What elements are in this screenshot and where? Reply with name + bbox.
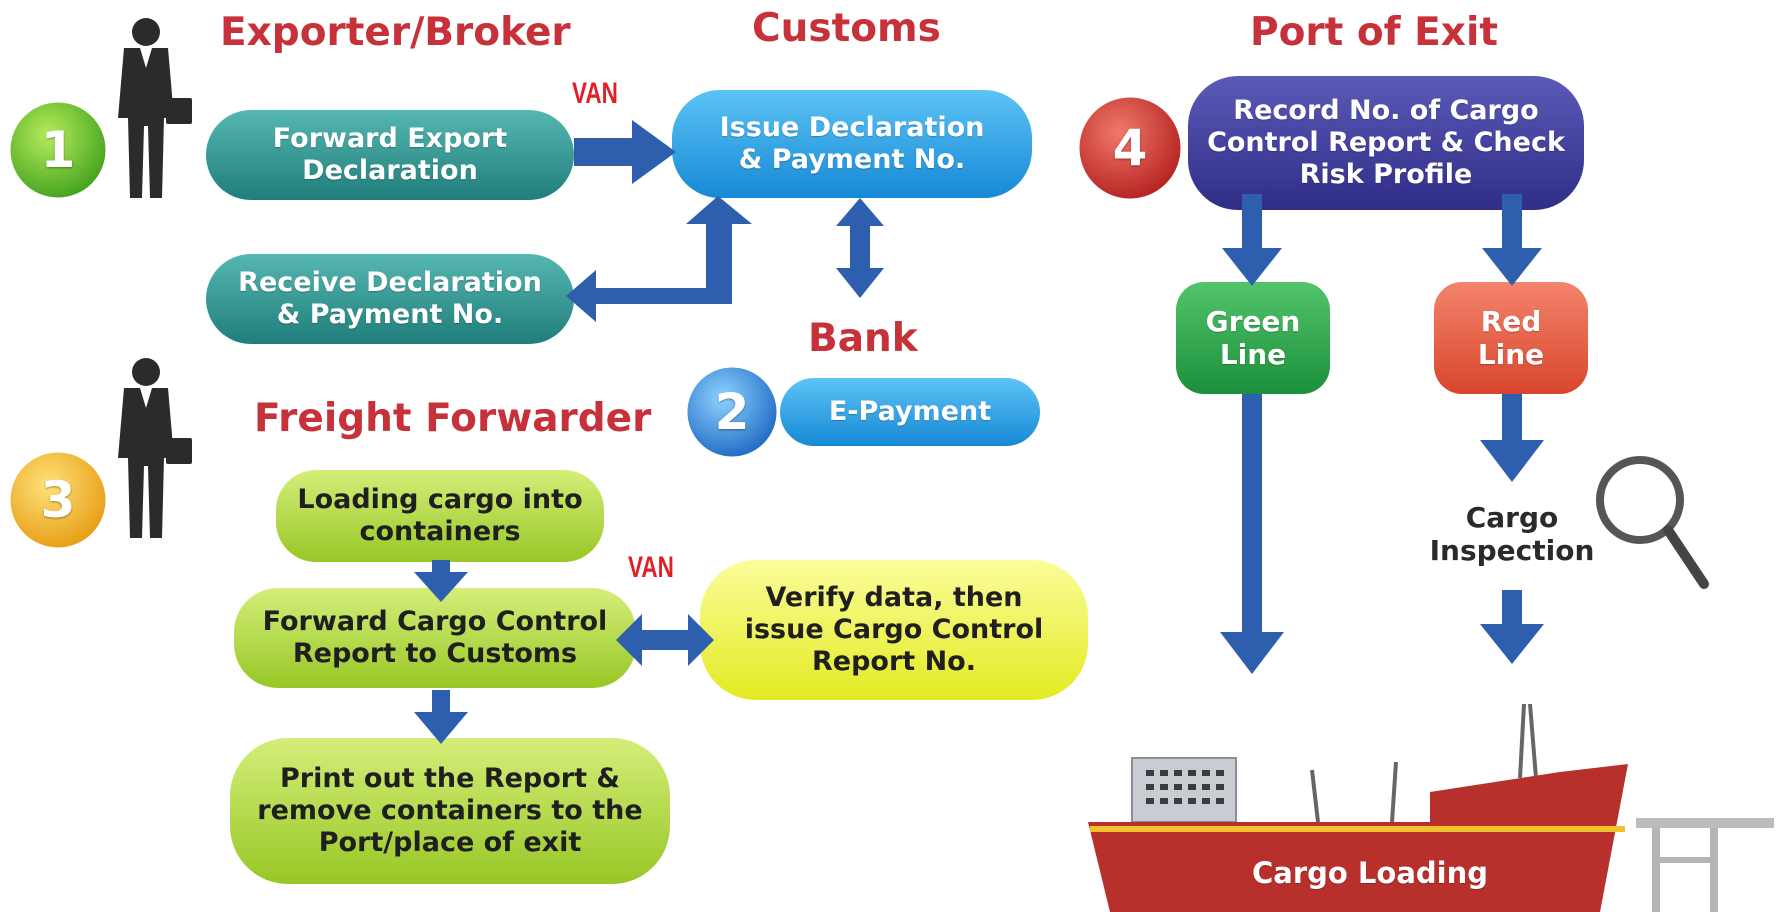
exporter-person-icon bbox=[118, 18, 192, 198]
step-1-number: 1 bbox=[40, 120, 76, 179]
print-report-box bbox=[230, 738, 670, 884]
loading-cargo-box bbox=[276, 470, 604, 562]
step-2-number: 2 bbox=[714, 382, 750, 441]
step-4-number: 4 bbox=[1112, 118, 1148, 177]
cargo-loading-label: Cargo Loading bbox=[1251, 855, 1488, 890]
green-line-box bbox=[1176, 282, 1330, 394]
header-customs: Customs bbox=[752, 5, 941, 51]
header-exporter-broker: Exporter/Broker bbox=[220, 9, 571, 55]
cargo-inspection-label: Cargo Inspection bbox=[1429, 500, 1595, 567]
arrow-forward-to-customs bbox=[574, 120, 676, 184]
arrow-customs-to-receive bbox=[566, 196, 752, 322]
step-1-circle bbox=[7, 99, 109, 201]
arrow-ccr-verify bbox=[616, 614, 714, 666]
step-4-circle bbox=[1076, 94, 1184, 202]
red-line-label: Red Line bbox=[1477, 304, 1545, 371]
step-3-number: 3 bbox=[40, 470, 76, 529]
receive-declaration-label: Receive Declaration & Payment No. bbox=[238, 267, 542, 330]
arrow-customs-bank bbox=[836, 198, 884, 298]
forwarder-person-icon bbox=[118, 358, 192, 538]
record-no-box bbox=[1188, 76, 1584, 210]
red-line-box bbox=[1434, 282, 1588, 394]
arrow-loading-to-ccr bbox=[414, 560, 468, 602]
print-report-label: Print out the Report & remove containers… bbox=[257, 763, 643, 858]
receive-declaration-box bbox=[206, 254, 574, 344]
header-bank: Bank bbox=[808, 315, 918, 361]
flow-arrows bbox=[414, 120, 1544, 744]
e-payment-label: E-Payment bbox=[828, 396, 992, 428]
arrow-record-to-red bbox=[1482, 194, 1542, 286]
arrow-green-to-loading bbox=[1220, 394, 1284, 674]
arrow-inspection-to-loading bbox=[1480, 590, 1544, 664]
arrow-record-to-green bbox=[1222, 194, 1282, 286]
verify-data-box bbox=[700, 560, 1088, 700]
issue-declaration-box bbox=[672, 90, 1032, 198]
green-line-label: Green Line bbox=[1205, 304, 1301, 371]
van-label-top: VAN bbox=[572, 77, 618, 111]
loading-cargo-label: Loading cargo into containers bbox=[297, 484, 583, 547]
step-2-circle bbox=[684, 364, 780, 460]
ship-icon bbox=[1088, 703, 1774, 912]
forward-export-box bbox=[206, 110, 574, 200]
forward-ccr-label: Forward Cargo Control Report to Customs bbox=[262, 606, 608, 669]
forward-export-label: Forward Export Declaration bbox=[272, 123, 508, 186]
magnifier-icon bbox=[1596, 456, 1709, 589]
forward-ccr-box bbox=[234, 588, 636, 688]
van-label-mid: VAN bbox=[628, 551, 674, 585]
issue-declaration-label: Issue Declaration & Payment No. bbox=[719, 112, 985, 175]
e-payment-box bbox=[780, 378, 1040, 446]
arrow-ccr-to-print bbox=[414, 690, 468, 744]
verify-data-label: Verify data, then issue Cargo Control Re… bbox=[744, 582, 1044, 677]
record-no-label: Record No. of Cargo Control Report & Che… bbox=[1207, 95, 1565, 190]
arrow-red-to-inspection bbox=[1480, 394, 1544, 482]
header-freight-forwarder: Freight Forwarder bbox=[254, 395, 652, 441]
header-port-of-exit: Port of Exit bbox=[1250, 9, 1498, 55]
step-3-circle bbox=[7, 449, 109, 551]
